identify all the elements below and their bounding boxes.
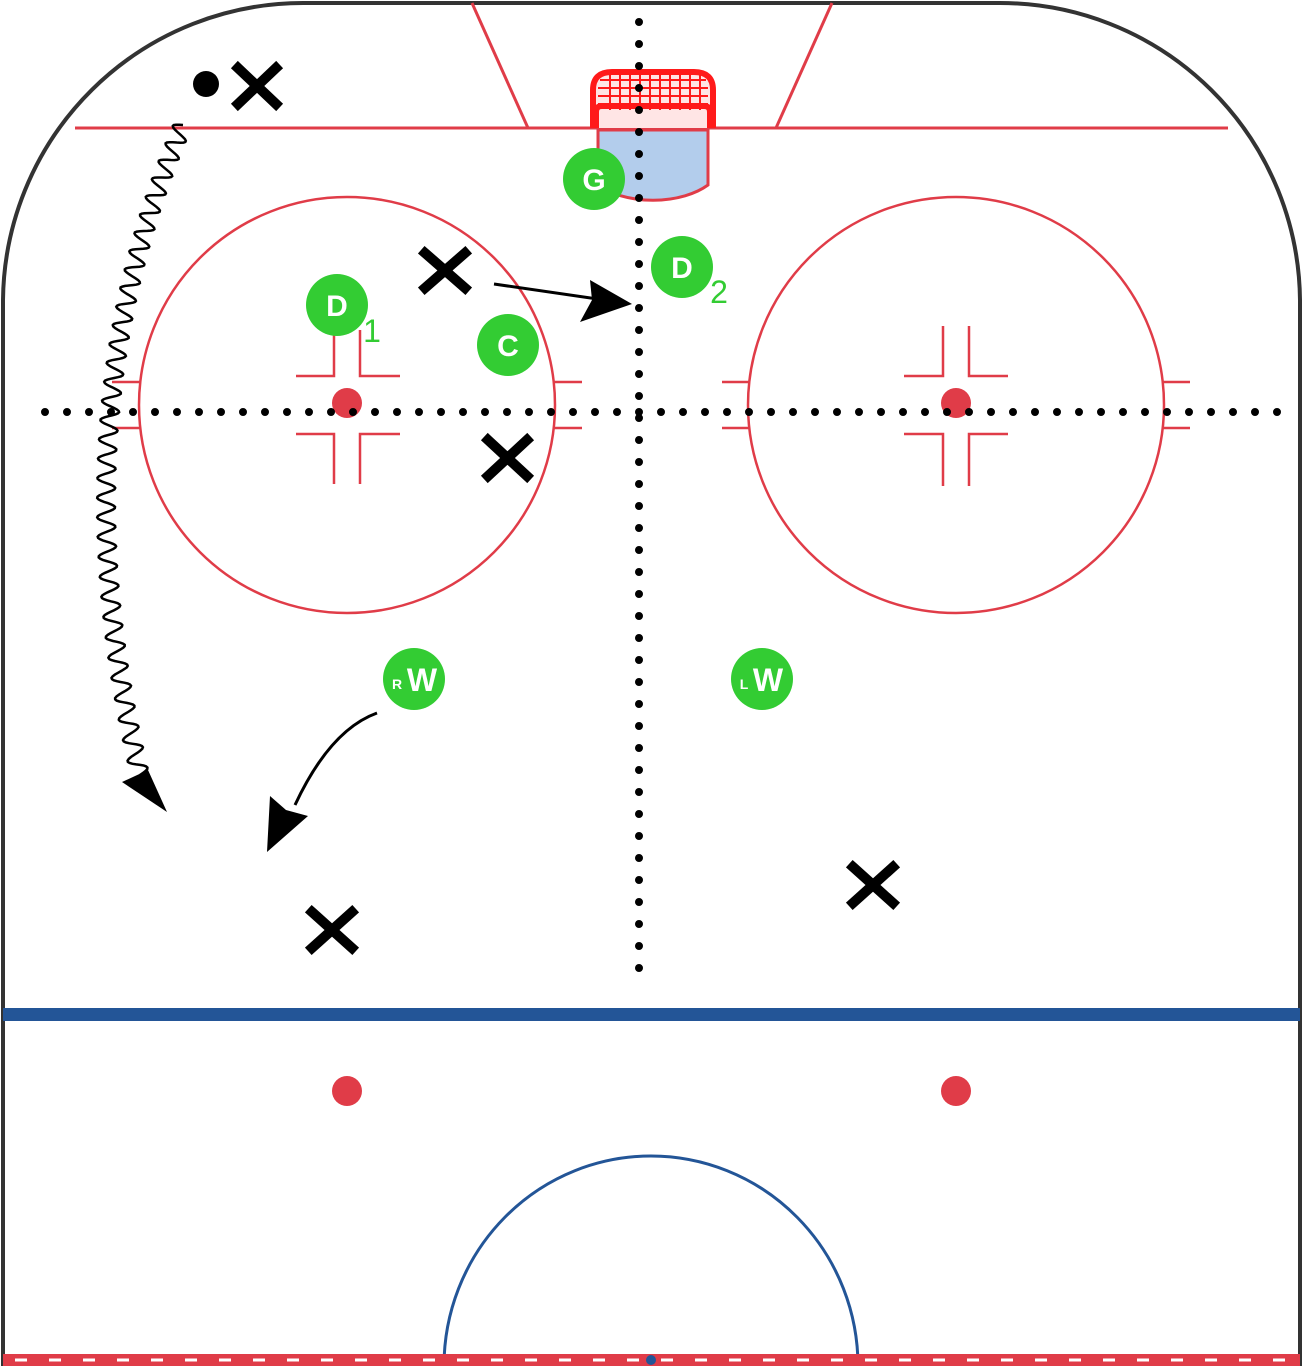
trapezoid-left	[470, 2, 530, 129]
svg-text:W: W	[407, 662, 438, 698]
x-marker-icon	[845, 859, 901, 911]
x-marker-icon	[417, 245, 473, 296]
player-goalie: G	[563, 148, 625, 210]
player-center: C	[477, 314, 539, 376]
x-marker-icon	[230, 60, 284, 112]
trapezoid-right	[774, 2, 834, 129]
skate-with-puck-path	[95, 123, 188, 777]
center-ice-dot	[646, 1355, 656, 1365]
neutral-zone-dot-right	[941, 1076, 971, 1106]
svg-text:R: R	[392, 676, 402, 692]
svg-text:1: 1	[363, 313, 381, 349]
svg-text:L: L	[740, 676, 749, 692]
x-marker-icon	[304, 904, 360, 956]
svg-text:C: C	[497, 330, 519, 363]
center-circle	[442, 1154, 860, 1367]
left-faceoff-circle	[112, 195, 582, 615]
svg-text:W: W	[753, 662, 784, 698]
skate-path-arrowhead	[267, 796, 308, 852]
goal-net-icon	[590, 69, 716, 128]
svg-text:2: 2	[710, 274, 728, 310]
blue-line	[3, 1008, 1300, 1021]
right-faceoff-circle	[722, 195, 1190, 615]
player-defense-1: D 1	[306, 274, 381, 349]
player-left-wing: L W	[731, 648, 793, 710]
left-faceoff-dot	[332, 388, 362, 418]
skate-with-puck-arrowhead	[122, 770, 167, 812]
neutral-zone-dot-left	[332, 1076, 362, 1106]
skate-path	[293, 711, 378, 806]
svg-text:G: G	[582, 164, 605, 197]
puck-icon	[193, 71, 219, 97]
player-defense-2: D 2	[651, 236, 728, 310]
pass-arrowhead	[580, 280, 632, 322]
svg-text:D: D	[326, 290, 348, 323]
player-right-wing: R W	[383, 648, 445, 710]
x-marker-icon	[480, 432, 535, 484]
svg-text:D: D	[671, 252, 693, 285]
